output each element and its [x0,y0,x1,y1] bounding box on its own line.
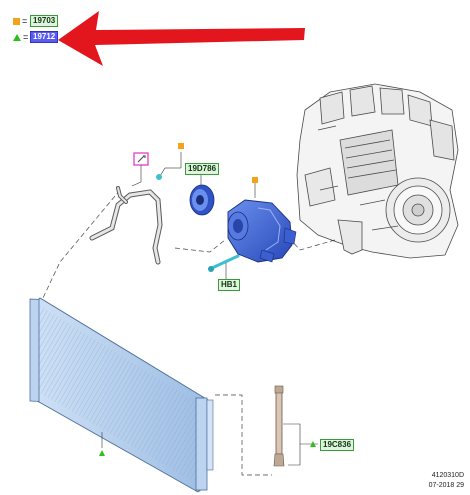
callout-19C836[interactable]: 19C836 [320,439,355,451]
legend-row-triangle: = [13,31,28,43]
orange-square-icon [13,17,20,25]
legend-equals: = [22,15,28,26]
receiver-drier [273,385,318,467]
connection-lines [41,189,336,476]
wrench-icon [137,155,146,163]
green-triangle-icon [13,33,21,41]
ac-condenser [29,297,214,493]
green-triangle-icon [99,450,105,456]
red-arrow-icon [58,11,305,66]
callout-19D786[interactable]: 19D786 [185,163,220,175]
teal-fitting-icon [156,174,162,180]
green-triangle-icon [310,441,316,447]
drawing-date: 07-2018 29 [428,482,464,489]
clutch-pulley [189,184,215,216]
drawing-number: 4120310D [431,472,464,479]
legend-code-19703[interactable]: 19703 [30,15,59,27]
legend-row-square: = [13,15,27,27]
refrigerant-hose [89,186,163,265]
orange-square-icon [178,143,184,149]
engine-illustration [296,83,459,259]
orange-square-icon [252,177,258,183]
wrench-callout [131,152,149,187]
legend-code-19712[interactable]: 19712 [30,31,59,43]
callout-HB1[interactable]: HB1 [218,279,241,291]
mounting-bolt [208,254,240,279]
legend-equals: = [23,31,29,42]
ac-compressor [227,177,297,263]
